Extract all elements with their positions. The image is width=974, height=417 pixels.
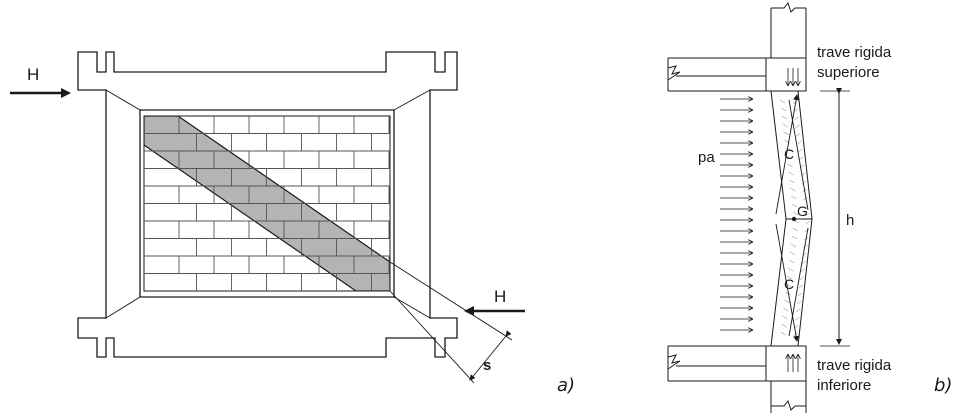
height-label: h [846,212,854,229]
wall-hatch [786,155,792,160]
centroid-label: G [797,203,808,219]
bottom-beam-label-2: inferiore [817,377,871,394]
wall-hatch [804,228,810,233]
wall-hatch [803,244,808,249]
brick-pattern [144,116,390,291]
wall-hatch [783,131,789,136]
frame-haunches [105,89,431,319]
wall-hatch [795,316,800,321]
wall-hatch [798,284,803,289]
contact-arrows [788,68,798,372]
wall-hatch [780,331,786,336]
wall-hatch [798,148,803,153]
wall-hatch [805,220,811,225]
wall-hatch [796,132,801,137]
wall-hatch [787,275,793,280]
bottom-beam-label-1: trave rigida [817,357,892,374]
wall-hatch [779,99,786,104]
wall-hatch [795,124,800,129]
force-label-left: H [27,65,39,84]
wall-hatch [797,292,803,297]
top-beam-label-2: superiore [817,64,880,81]
thrust-line-lower [775,223,800,342]
wall-hatch [784,299,790,304]
wall-hatch [803,196,808,201]
frame-outline [77,51,458,358]
pressure-arrows [720,99,752,330]
wall-hatch [791,235,798,240]
wall-hatch [788,267,794,272]
wall-hatch [783,307,789,312]
wall-hatch [788,171,794,176]
top-beam [667,57,807,92]
figure-b: trave rigida superiore trave rigida infe… [667,1,952,413]
wall-hatch [782,123,788,128]
bottom-beam [667,345,807,382]
wall-hatch [781,115,788,120]
centroid-point [791,216,797,222]
strut-width-label: s [483,357,491,374]
wall-hatch [785,291,791,296]
wall-hatch [805,212,810,217]
wall-hatch [794,116,799,121]
panel-label-a: a) [557,375,575,396]
wall-hatch [794,324,799,329]
wall-hatch [792,100,798,105]
wall-hatch [797,140,802,145]
wall-hatch [787,163,793,168]
masonry-infill [143,115,391,292]
wall-hatch [799,276,804,281]
wall-hatch [796,300,802,305]
strut-label-lower: C [784,276,794,292]
figure-a: H H s a) [10,51,575,396]
wall-hatch [790,187,796,192]
pressure-label: pa [698,149,715,166]
wall-hatch [790,243,797,248]
strut-label-upper: C [784,146,794,162]
panel-label-b: b) [934,375,952,396]
wall-hatch [782,315,788,320]
wall-hatch [798,156,804,161]
upper-column [770,1,807,58]
thrust-line-upper [775,94,800,215]
wall-hatch [801,180,806,185]
force-label-right: H [494,287,506,306]
wall-hatch [789,259,795,264]
wall-hatch [800,172,806,177]
wall-hatch [789,179,795,184]
wall-hatch [792,203,798,208]
wall-hatch [785,147,791,152]
wall-hatch [804,204,809,209]
wall-hatch [780,107,787,112]
top-beam-label-1: trave rigida [817,44,892,61]
wall-hatch [793,211,799,216]
wall-hatch [800,268,805,273]
wall-hatch [789,251,796,256]
dimension-s-line [469,330,512,381]
lower-column [770,381,807,413]
wall-hatch [792,227,799,232]
wall-hatch [781,323,787,328]
wall-hatch [796,308,801,313]
wall-hatch [791,195,797,200]
